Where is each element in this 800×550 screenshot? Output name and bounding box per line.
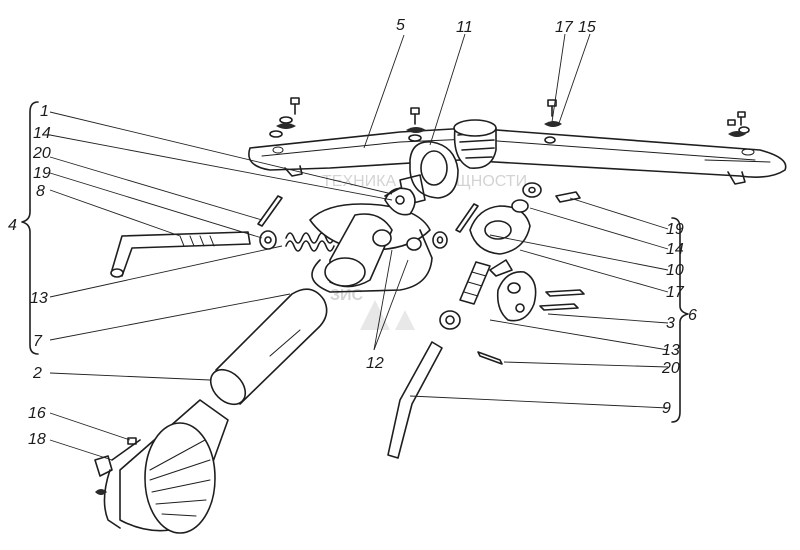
bolt-group-right-top xyxy=(544,99,562,144)
callout-16: 16 xyxy=(28,405,46,422)
callout-19a: 19 xyxy=(33,165,51,182)
callout-11: 11 xyxy=(456,19,473,36)
callout-2: 2 xyxy=(32,365,42,382)
latch-body-part xyxy=(309,187,479,293)
bolt-group-far-right xyxy=(727,111,750,137)
group-bracket-right xyxy=(671,217,689,423)
bolt-group-left xyxy=(269,97,300,138)
bolt-group-center xyxy=(406,107,426,142)
watermark-line1: ТЕХНИКА xyxy=(322,173,396,190)
cone-head-part xyxy=(94,399,229,534)
callout-9: 9 xyxy=(662,400,671,417)
leader-lines xyxy=(49,33,669,461)
watermark-line2: ЗИС xyxy=(330,287,364,304)
callout-13b: 13 xyxy=(662,342,680,359)
callout-19b: 19 xyxy=(666,221,684,238)
callout-18: 18 xyxy=(28,431,46,448)
callout-3: 3 xyxy=(666,315,675,332)
lever-part xyxy=(387,341,443,459)
left-spring-assembly xyxy=(257,195,335,252)
crank-handle-part xyxy=(110,231,251,278)
cylinder-tube-part xyxy=(209,288,328,406)
callout-4: 4 xyxy=(8,217,17,234)
callout-20a: 20 xyxy=(32,145,51,162)
group-bracket-left xyxy=(21,101,39,355)
callout-5: 5 xyxy=(396,17,405,34)
callout-14b: 14 xyxy=(666,241,684,258)
callout-17b: 17 xyxy=(666,284,685,301)
callout-17a: 17 xyxy=(555,19,574,36)
callout-14a: 14 xyxy=(33,125,51,142)
callouts: 1 14 20 19 8 4 13 7 2 16 18 5 11 17 15 1… xyxy=(8,17,697,448)
callout-10: 10 xyxy=(666,262,684,279)
callout-6: 6 xyxy=(688,307,697,324)
callout-8: 8 xyxy=(36,183,45,200)
cross-bar-part xyxy=(248,119,787,206)
callout-12: 12 xyxy=(366,355,384,372)
mount-plate-part xyxy=(439,182,585,365)
callout-15: 15 xyxy=(578,19,596,36)
callout-13a: 13 xyxy=(30,290,48,307)
callout-20b: 20 xyxy=(661,360,680,377)
callout-1: 1 xyxy=(40,103,49,120)
callout-7: 7 xyxy=(33,333,43,350)
